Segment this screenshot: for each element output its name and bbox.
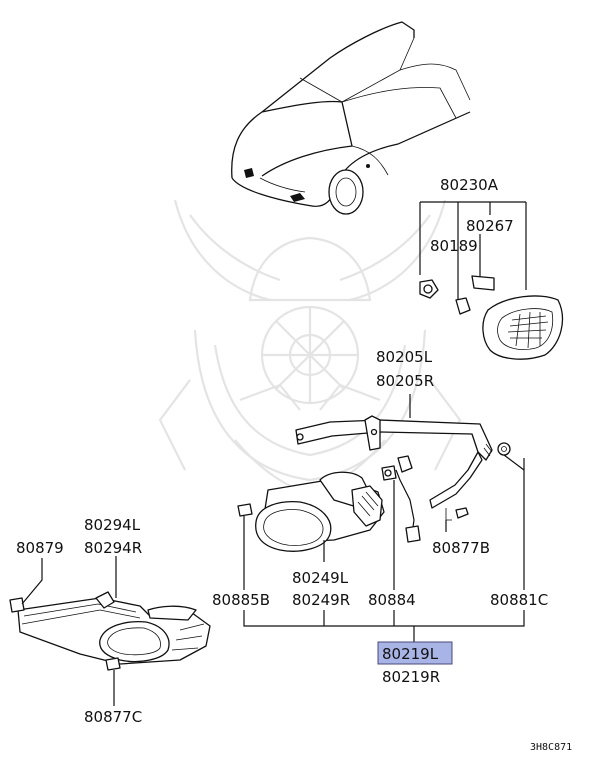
part-label-80205l[interactable]: 80205L bbox=[376, 348, 433, 366]
part-label-80189[interactable]: 80189 bbox=[430, 237, 478, 255]
part-label-80249l[interactable]: 80249L bbox=[292, 569, 349, 587]
samurai-helmet-watermark bbox=[158, 199, 462, 494]
part-label-80879[interactable]: 80879 bbox=[16, 539, 64, 557]
part-label-80885b[interactable]: 80885B bbox=[212, 591, 270, 609]
screw-80877c bbox=[105, 657, 121, 706]
clip-80879 bbox=[9, 558, 43, 613]
part-label-80230a[interactable]: 80230A bbox=[440, 176, 499, 194]
part-label-80881c[interactable]: 80881C bbox=[490, 591, 548, 609]
fog-lamp-cover bbox=[17, 591, 211, 665]
leader-lines bbox=[115, 454, 525, 644]
part-label-80267[interactable]: 80267 bbox=[466, 217, 514, 235]
part-label-80294r[interactable]: 80294R bbox=[84, 539, 142, 557]
screw-80885b bbox=[237, 503, 253, 590]
side-marker-lamp-group bbox=[419, 201, 564, 360]
car-front-illustration bbox=[231, 21, 471, 215]
part-label-80884[interactable]: 80884 bbox=[368, 591, 416, 609]
part-label-80249r[interactable]: 80249R bbox=[292, 591, 350, 609]
part-label-80877c[interactable]: 80877C bbox=[84, 708, 142, 726]
part-label-80294l[interactable]: 80294L bbox=[84, 516, 141, 534]
part-label-80877b[interactable]: 80877B bbox=[432, 539, 490, 557]
part-label-80205r[interactable]: 80205R bbox=[376, 372, 434, 390]
part-label-80219l[interactable]: 80219L bbox=[382, 645, 439, 663]
fog-lamp-assembly bbox=[255, 455, 421, 552]
fog-lamp-bracket bbox=[295, 394, 493, 509]
selected-part-highlight bbox=[377, 641, 453, 665]
screw-80877b bbox=[445, 507, 469, 521]
diagram-code: 3H8C871 bbox=[530, 742, 572, 753]
clip-80881c bbox=[497, 442, 511, 456]
part-label-80219r[interactable]: 80219R bbox=[382, 668, 440, 686]
